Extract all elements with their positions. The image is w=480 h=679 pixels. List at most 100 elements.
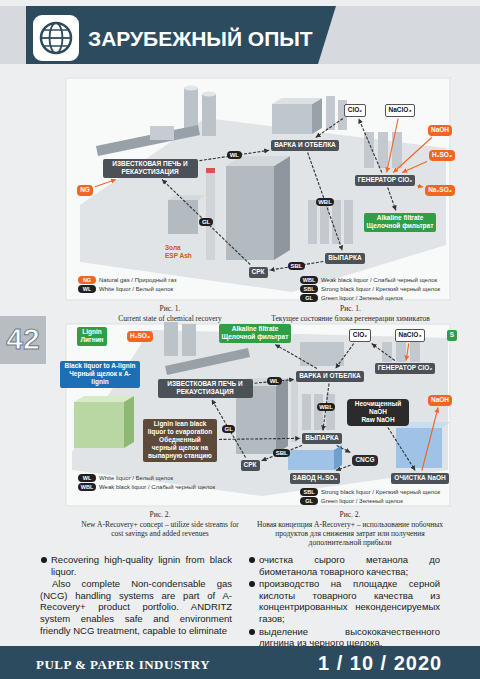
area-plate: ИЗВЕСТКОВАЯ ПЕЧЬ И РЕКАУСТИЗАЦИЯ bbox=[103, 159, 198, 178]
node-text: Raw NaOH bbox=[350, 416, 406, 424]
flow-label: WL bbox=[227, 151, 241, 159]
abbreviation: NG bbox=[83, 277, 91, 283]
stream-tag: NaOH bbox=[428, 125, 452, 136]
header-banner bbox=[26, 6, 336, 64]
node-text: Alkaline filtrate bbox=[367, 214, 434, 222]
area-plate: ВЫПАРКА bbox=[302, 433, 341, 444]
flow-label: WL bbox=[267, 377, 281, 385]
flow-label: WBL bbox=[317, 403, 336, 411]
hdr-text: ЗАРУБЕЖНЫЙ ОПЫТ bbox=[88, 27, 318, 51]
node-text: NaClO₃ bbox=[389, 106, 412, 114]
flow-line bbox=[402, 162, 427, 173]
site-ground bbox=[72, 330, 448, 496]
node-text: NaClO₃ bbox=[399, 331, 422, 339]
legend-text: Weak black liquor / Слабый черный щелок bbox=[99, 483, 215, 491]
acid-plant bbox=[288, 450, 334, 470]
abbreviation: GL bbox=[305, 295, 313, 301]
cap-text: Current state of chemical recovery bbox=[90, 314, 250, 323]
cap-text: Рис. 2. bbox=[75, 510, 245, 519]
legend-swatch: GL bbox=[300, 294, 318, 302]
area-plate: ВЫПАРКА bbox=[325, 253, 364, 264]
legend-swatch: GL bbox=[300, 497, 318, 505]
node-text: ВЫПАРКА bbox=[305, 434, 338, 442]
flow-line bbox=[200, 150, 270, 160]
ash-text: ESP Ash bbox=[165, 252, 205, 260]
silo-top bbox=[184, 86, 198, 91]
body-text: выделение высококачественного лигнина из… bbox=[248, 626, 440, 649]
stream-tag: NaClO₃ bbox=[395, 329, 426, 342]
evaporator bbox=[302, 394, 311, 430]
legend-row: WL White liquor / Белый щелок bbox=[78, 474, 173, 482]
boiler-side bbox=[276, 378, 288, 454]
generator-tank bbox=[410, 342, 420, 362]
stack bbox=[206, 168, 215, 260]
cap-text: Текущее состояние блока регенерации хими… bbox=[258, 314, 443, 323]
stream-tag: Black liquor to A-ligninЧерный щелок к A… bbox=[60, 361, 140, 388]
legend-row: SBLStrong black liquor / Крепкий черный … bbox=[300, 488, 440, 496]
recovery-boiler bbox=[226, 166, 274, 260]
cap-text: Рис. 1. bbox=[90, 304, 250, 313]
legend-text: Green liquor / Зеленый щелок bbox=[321, 497, 403, 505]
node-text: Щелочной фильтрат bbox=[367, 222, 434, 230]
flow-line bbox=[316, 119, 343, 138]
flow-line bbox=[95, 180, 116, 187]
globe-parallel bbox=[44, 45, 68, 47]
flow-label: GL bbox=[222, 425, 235, 433]
flow-line bbox=[422, 408, 438, 471]
legend-text: White liquor / Белый щелок bbox=[99, 285, 173, 293]
node-text: СРК bbox=[244, 461, 257, 469]
flow-line bbox=[417, 186, 423, 187]
node-text: Обедненный черный щелок на выпарную стан… bbox=[146, 436, 214, 460]
area-plate: ВАРКА И ОТБЕЛКА bbox=[296, 371, 364, 382]
node-text: NaOH bbox=[431, 126, 449, 134]
stream-tag: ClO₂ bbox=[349, 329, 371, 342]
header-band bbox=[0, 6, 480, 64]
lignin-plant-roof bbox=[74, 396, 134, 402]
stream-tag: Na₂SO₄ bbox=[425, 185, 455, 196]
page-number-tab bbox=[0, 316, 46, 364]
figure-2-illustration bbox=[66, 322, 450, 506]
abbreviation: SBL bbox=[304, 286, 315, 292]
legend-row: WLWhite liquor / Белый щелок bbox=[78, 285, 173, 293]
abbreviation: WBL bbox=[81, 484, 94, 490]
node-text: Щелочной фильтрат bbox=[222, 333, 289, 341]
node-text: ВАРКА И ОТБЕЛКА bbox=[299, 372, 361, 380]
node-text: H₂SO₄ bbox=[432, 151, 452, 159]
evaporator bbox=[314, 394, 323, 430]
globe-parallel bbox=[44, 29, 68, 31]
legend-text: White liquor / Белый щелок bbox=[99, 474, 173, 482]
footer-band bbox=[0, 646, 480, 679]
abbreviation: WL bbox=[83, 475, 92, 481]
node-text: NaOH bbox=[431, 396, 449, 404]
node-text: Неочищенный NaOH bbox=[350, 400, 406, 416]
node-text: Alkaline filtrate bbox=[222, 325, 289, 333]
legend-text: Natural gas / Природный газ bbox=[99, 276, 176, 284]
area-plate: СРК bbox=[241, 460, 260, 471]
stack bbox=[291, 380, 298, 442]
node-text: ВЫПАРКА bbox=[328, 254, 361, 262]
body-text: Recovering high-quality lignin from blac… bbox=[40, 554, 232, 577]
node-text: Lignin bbox=[80, 328, 103, 336]
lime-kiln bbox=[96, 125, 200, 156]
stream-tag: NaClO₃ bbox=[385, 104, 416, 117]
stream-tag: S bbox=[447, 330, 457, 341]
flow-label: WBL bbox=[316, 198, 335, 206]
stream-tag: LigninЛигнин bbox=[77, 327, 106, 346]
lignin-plant bbox=[74, 402, 124, 448]
legend-text: Weak black liquor / Слабый черный щелок bbox=[321, 276, 437, 284]
flow-line bbox=[388, 188, 396, 211]
generator-tank bbox=[396, 342, 406, 362]
generator-tank bbox=[392, 132, 402, 168]
acid-plant-side bbox=[334, 445, 342, 470]
flow-line bbox=[387, 119, 399, 173]
flow-line bbox=[393, 138, 432, 173]
stream-tag: H₂SO₄ bbox=[127, 331, 153, 342]
figure-1-illustration bbox=[66, 78, 450, 300]
legend-row: SBLStrong black liquor / Крепкий черный … bbox=[300, 285, 440, 293]
cap-text: Рис. 2. bbox=[255, 510, 445, 519]
flow-line bbox=[219, 438, 300, 439]
stream-tag: NG bbox=[77, 185, 93, 196]
boiler-side bbox=[274, 156, 290, 260]
cap-text: New A-Recovery+ concept – utilize side s… bbox=[75, 520, 245, 538]
